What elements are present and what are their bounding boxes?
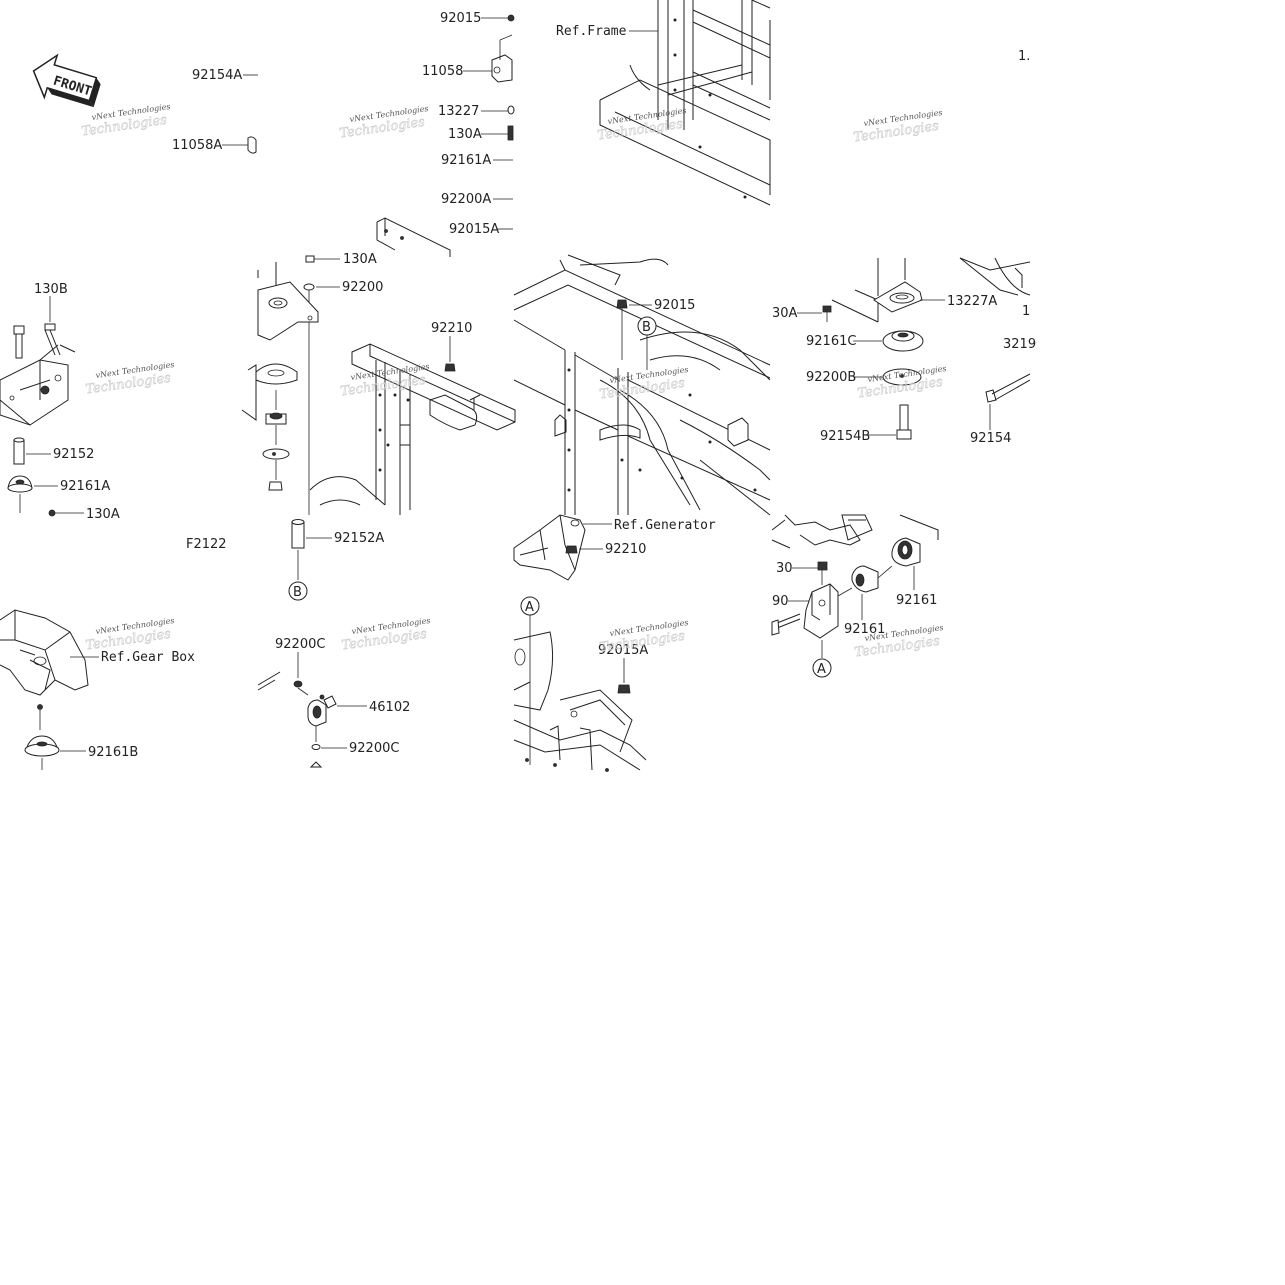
callout-92210-mid: 92210 xyxy=(431,321,472,336)
callout-30a: 30A xyxy=(772,306,798,321)
ref-frame-label: Ref.Frame xyxy=(556,24,627,39)
tile-top-frame: Ref.Frame vNext Technologies Technologie… xyxy=(556,0,771,206)
callout-92015a-top: 92015A xyxy=(449,222,499,237)
callout-92015: 92015 xyxy=(440,11,481,26)
callout-92152: 92152 xyxy=(53,447,94,462)
tile-bottom-center: 92200C 46102 92200C vNext Technologies T… xyxy=(257,616,431,768)
tile-lower-frame: Ref.Generator 92210 xyxy=(513,514,716,581)
callout-92210-lower: 92210 xyxy=(605,542,646,557)
callout-92161-b: 92161 xyxy=(896,593,937,608)
tile-figure-code: F2122 xyxy=(186,537,227,552)
callout-130a-midleft: 130A xyxy=(86,507,120,522)
callout-92200: 92200 xyxy=(342,280,383,295)
ref-generator-label: Ref.Generator xyxy=(614,518,716,533)
figure-code: F2122 xyxy=(186,537,227,552)
tile-lower-center: 92152A B xyxy=(288,519,384,601)
tile-mid-right: 30A 13227A 1 92161C 92200B 92154B xyxy=(772,257,1036,446)
callout-92200b: 92200B xyxy=(806,370,856,385)
callout-1: 1 xyxy=(1022,304,1030,319)
callout-92161a-top: 92161A xyxy=(441,153,491,168)
callout-92154: 92154 xyxy=(970,431,1011,446)
watermark: vNext Technologies Technologies xyxy=(84,616,175,654)
tile-bottom-frame: A 92015A vNext Technologies Technologies xyxy=(513,596,689,772)
ref-a-bottom: A xyxy=(525,600,534,615)
partial-label: 1. xyxy=(1018,49,1030,64)
watermark: vNext Technologies Technologies xyxy=(338,104,429,142)
callout-130a-midcenter: 130A xyxy=(343,252,377,267)
front-arrow-icon: FRONT xyxy=(32,53,101,108)
callout-92200c-bottom: 92200C xyxy=(349,741,399,756)
tile-top-center: 92015 92154A 11058 11058A 13227 130A 921… xyxy=(172,11,515,257)
callout-92200a: 92200A xyxy=(441,192,491,207)
ref-a-lower-right: A xyxy=(817,662,826,677)
callout-92154a: 92154A xyxy=(192,68,242,83)
callout-90: 90 xyxy=(772,594,789,609)
callout-11058a: 11058A xyxy=(172,138,222,153)
callout-130a: 130A xyxy=(448,127,482,142)
tile-mid-left: 130B 92152 92161A 130A vNext Technologie… xyxy=(0,282,175,522)
ref-b-mid: B xyxy=(642,320,651,335)
callout-92015a-bottom: 92015A xyxy=(598,643,648,658)
callout-92161c: 92161C xyxy=(806,334,856,349)
watermark: vNext Technologies Technologies xyxy=(856,364,947,402)
watermark: vNext Technologies Technologies xyxy=(80,102,171,140)
callout-92161b: 92161B xyxy=(88,745,138,760)
watermark: vNext Technologies Technologies xyxy=(852,108,943,146)
callout-13227: 13227 xyxy=(438,104,479,119)
ref-gearbox-label: Ref.Gear Box xyxy=(101,650,195,665)
tile-bottom-left: Ref.Gear Box 92161B vNext Technologies T… xyxy=(0,609,195,770)
callout-92154b: 92154B xyxy=(820,429,870,444)
watermark: vNext Technologies Technologies xyxy=(84,360,175,398)
tile-top-right: 1. vNext Technologies Technologies xyxy=(852,49,1030,146)
watermark: vNext Technologies Technologies xyxy=(340,616,431,654)
callout-92161a-mid: 92161A xyxy=(60,479,110,494)
tile-mid-center: 130A 92200 xyxy=(241,252,516,515)
tile-mid-frame: 92015 B vNext Technologies Technologies xyxy=(513,254,771,516)
callout-92015-mid: 92015 xyxy=(654,298,695,313)
callout-92200c-top: 92200C xyxy=(275,637,325,652)
callout-46102: 46102 xyxy=(369,700,410,715)
watermark: vNext Technologies Technologies xyxy=(598,365,689,403)
callout-92152a: 92152A xyxy=(334,531,384,546)
tile-lower-right: 30 90 92161 92161 A vNext Technologies T… xyxy=(771,514,944,678)
watermark: vNext Technologies Technologies xyxy=(596,106,687,144)
callout-11058: 11058 xyxy=(422,64,463,79)
callout-30: 30 xyxy=(776,561,793,576)
callout-13227a: 13227A xyxy=(947,294,997,309)
tile-front-arrow: FRONT vNext Technologies Technologies xyxy=(32,53,171,140)
callout-3219: 3219 xyxy=(1003,337,1036,352)
ref-b-lower: B xyxy=(293,585,302,600)
callout-92161-a: 92161 xyxy=(844,622,885,637)
callout-130b: 130B xyxy=(34,282,68,297)
